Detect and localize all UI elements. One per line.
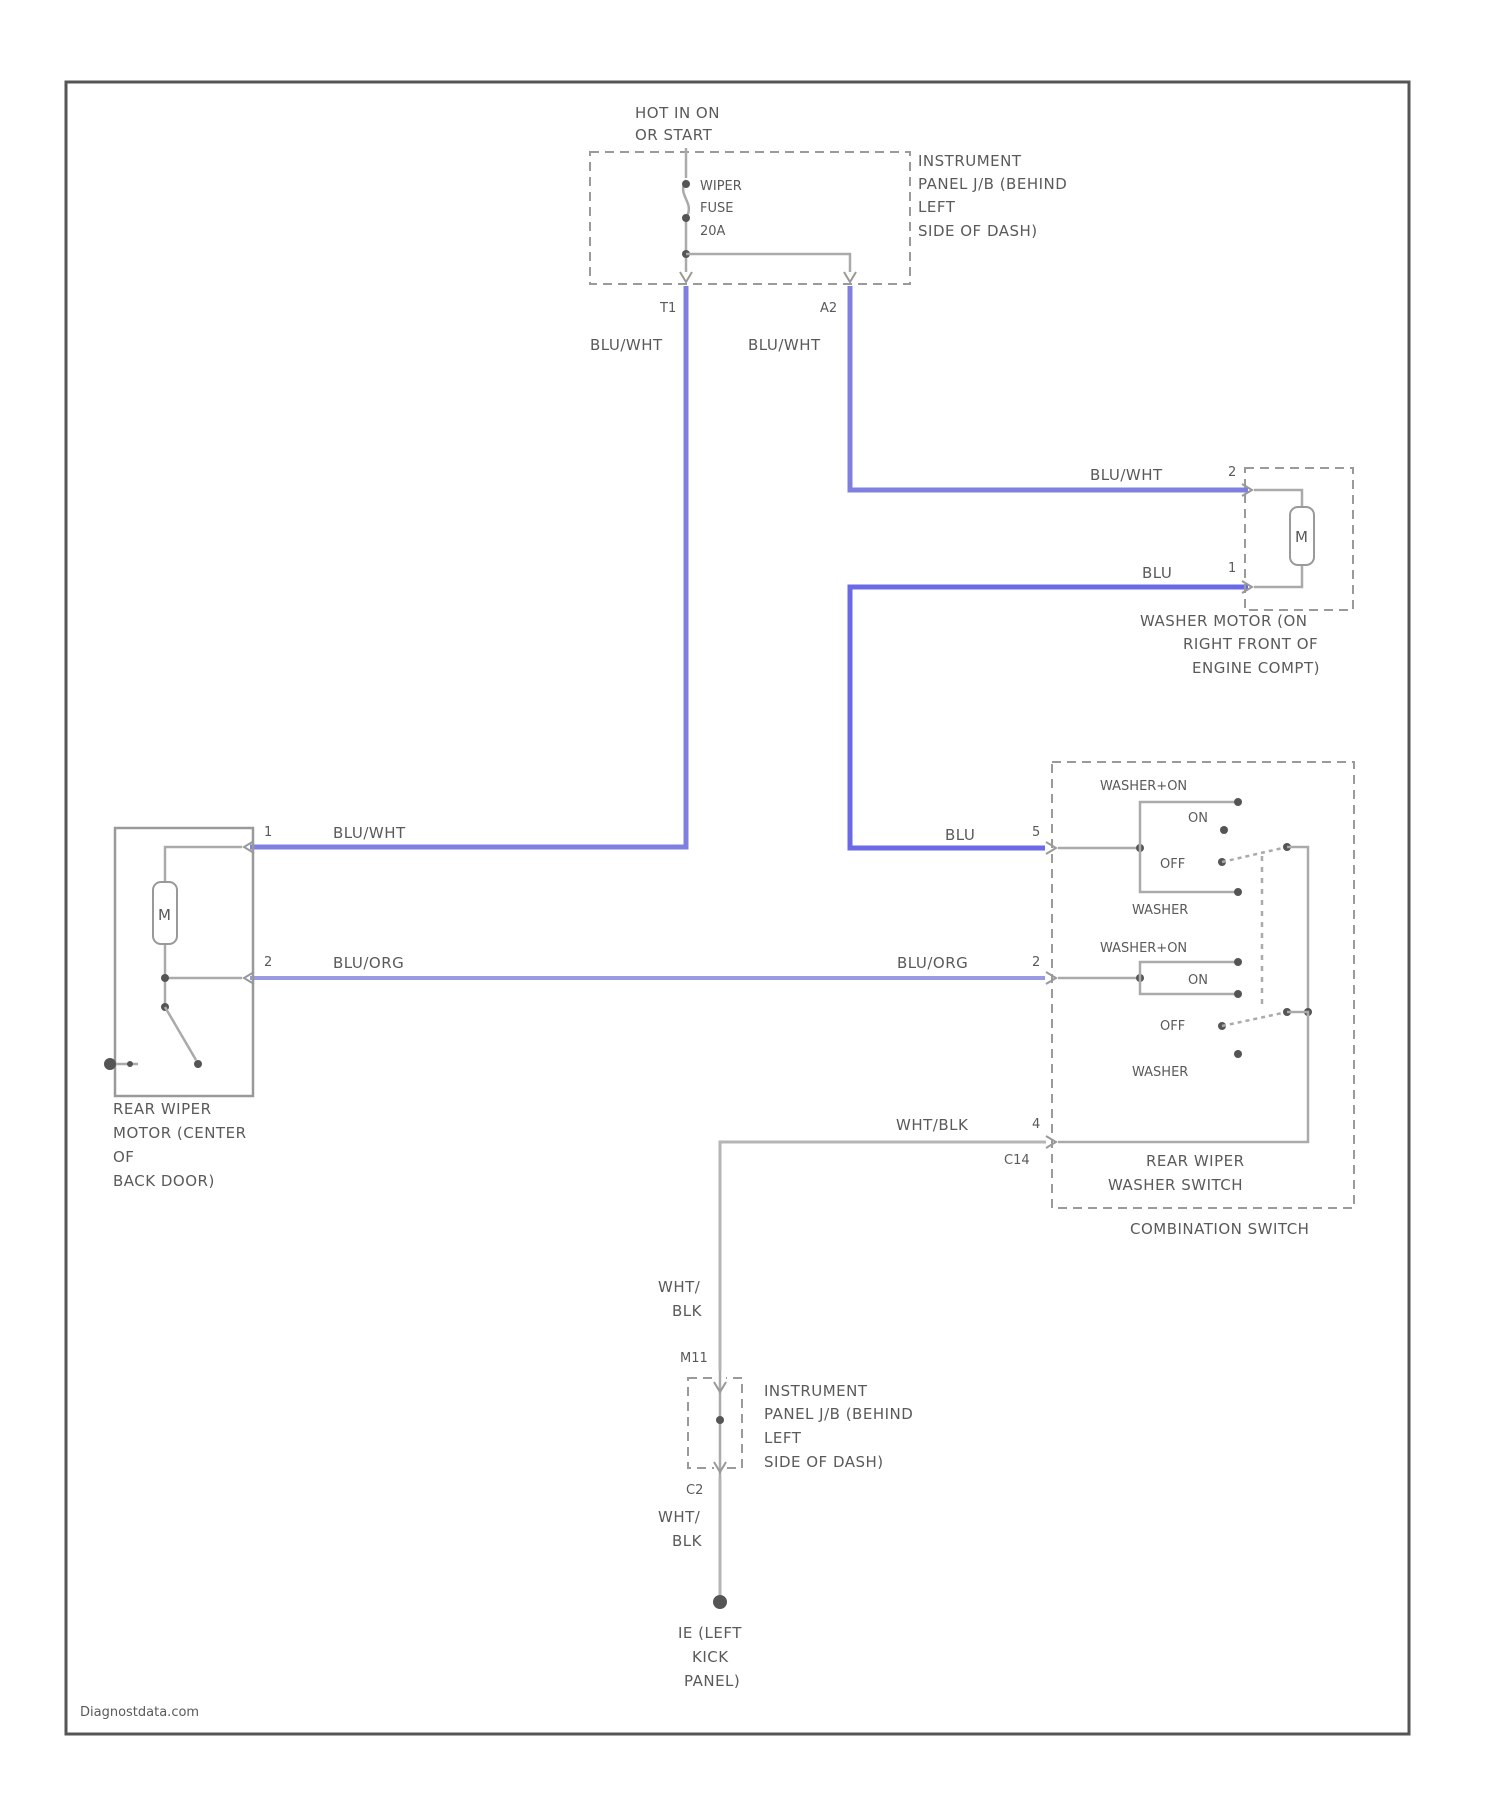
wire-blu-wht-to-rear-motor bbox=[250, 286, 686, 847]
rear-wiper-motor: M 1 2 REAR WIPER MOTOR (CENTER OF BACK D… bbox=[104, 825, 272, 1190]
bottom-jb-label-4: SIDE OF DASH) bbox=[764, 1453, 884, 1471]
switch-name-2: WASHER SWITCH bbox=[1108, 1176, 1243, 1194]
ground-point: IE (LEFT KICK PANEL) bbox=[678, 1595, 742, 1690]
ground-label-3: PANEL) bbox=[684, 1672, 740, 1690]
upper-washer-label: WASHER bbox=[1132, 903, 1188, 918]
fuse-block: HOT IN ON OR START WIPER FUSE 20A INSTRU… bbox=[590, 104, 1067, 316]
lower-switch-blade bbox=[1222, 1012, 1287, 1026]
rear-motor-lead-top bbox=[165, 847, 242, 882]
wire-label-ground-b-2: BLK bbox=[672, 1532, 703, 1550]
rear-motor-label-3: OF bbox=[113, 1148, 134, 1166]
fuse-node-1 bbox=[682, 180, 690, 188]
rear-motor-label-1: REAR WIPER bbox=[113, 1100, 212, 1118]
fuse-box-label-4: SIDE OF DASH) bbox=[918, 222, 1038, 240]
lower-washer-label: WASHER bbox=[1132, 1065, 1188, 1080]
fuse-box-label-2: PANEL J/B (BEHIND bbox=[918, 175, 1067, 193]
wire-label-ground-a-2: BLK bbox=[672, 1302, 703, 1320]
wire-label-switch-2: BLU/ORG bbox=[897, 954, 968, 972]
rear-pin-2-label: 2 bbox=[264, 955, 272, 970]
diagram-frame bbox=[66, 82, 1409, 1734]
washer-motor-label-2: RIGHT FRONT OF bbox=[1183, 635, 1318, 653]
rear-motor-ground-node bbox=[127, 1061, 133, 1067]
upper-on-contact bbox=[1220, 826, 1228, 834]
bottom-junction-block: M11 C2 INSTRUMENT PANEL J/B (BEHIND LEFT… bbox=[680, 1351, 913, 1498]
washer-motor-label-3: ENGINE COMPT) bbox=[1192, 659, 1320, 677]
rear-motor-label-2: MOTOR (CENTER bbox=[113, 1124, 247, 1142]
switch-name-1: REAR WIPER bbox=[1146, 1152, 1245, 1170]
fuse-node-2 bbox=[682, 214, 690, 222]
pin-a2-connector bbox=[844, 272, 856, 282]
washer-lead-top bbox=[1254, 490, 1302, 507]
pin-t1-label: T1 bbox=[659, 301, 676, 316]
power-label-2: OR START bbox=[635, 126, 713, 144]
fuse-box-label-1: INSTRUMENT bbox=[918, 152, 1022, 170]
wire-label-rear-2: BLU/ORG bbox=[333, 954, 404, 972]
wire-label-right-drop: BLU/WHT bbox=[748, 336, 821, 354]
bottom-jb-pin-top: M11 bbox=[680, 1351, 708, 1366]
washer-lead-bottom bbox=[1254, 565, 1302, 587]
fuse-label-1: WIPER bbox=[700, 179, 742, 194]
rear-motor-node-1 bbox=[161, 974, 169, 982]
wire-label-left-drop: BLU/WHT bbox=[590, 336, 663, 354]
lower-washer-contact bbox=[1234, 1050, 1242, 1058]
upper-output-lead bbox=[1287, 847, 1308, 1016]
wire-label-ground-a-1: WHT/ bbox=[658, 1278, 701, 1296]
pin-t1-connector bbox=[680, 272, 692, 282]
lower-off-label: OFF bbox=[1160, 1019, 1185, 1034]
washer-pin-2-label: 2 bbox=[1228, 465, 1236, 480]
power-label-1: HOT IN ON bbox=[635, 104, 720, 122]
switch-group-label: COMBINATION SWITCH bbox=[1130, 1220, 1309, 1238]
switch-conn-label: C14 bbox=[1004, 1153, 1030, 1168]
bottom-jb-pin-bottom: C2 bbox=[686, 1483, 703, 1498]
fuse-label-3: 20A bbox=[700, 224, 726, 239]
upper-off-label: OFF bbox=[1160, 857, 1185, 872]
wire-label-ground-b-1: WHT/ bbox=[658, 1508, 701, 1526]
rear-motor-outline bbox=[115, 828, 253, 1096]
bottom-jb-label-2: PANEL J/B (BEHIND bbox=[764, 1405, 913, 1423]
wire-label-washer-bottom: BLU bbox=[1142, 564, 1172, 582]
switch-pin-2-label: 2 bbox=[1032, 955, 1040, 970]
switch-pin-4-label: 4 bbox=[1032, 1117, 1040, 1132]
upper-washer-on-contact bbox=[1234, 798, 1242, 806]
fuse-box-label-3: LEFT bbox=[918, 198, 956, 216]
ground-label-2: KICK bbox=[692, 1648, 729, 1666]
watermark: Diagnostdata.com bbox=[80, 1705, 199, 1720]
wire-label-washer-top: BLU/WHT bbox=[1090, 466, 1163, 484]
ground-dot bbox=[713, 1595, 727, 1609]
ground-label-1: IE (LEFT bbox=[678, 1624, 742, 1642]
bottom-jb-label-3: LEFT bbox=[764, 1429, 802, 1447]
washer-motor-m: M bbox=[1295, 528, 1308, 546]
fuse-label-2: FUSE bbox=[700, 201, 733, 216]
lower-on-contact bbox=[1234, 990, 1242, 998]
lower-washer-on-contact bbox=[1234, 958, 1242, 966]
upper-on-label: ON bbox=[1188, 811, 1208, 826]
upper-washer-on-label: WASHER+ON bbox=[1100, 779, 1187, 794]
upper-washer-contact bbox=[1234, 888, 1242, 896]
combination-switch: 5 2 4 C14 WASHER+ON ON OFF WASHER WA bbox=[1004, 762, 1354, 1238]
wire-label-switch-ground: WHT/BLK bbox=[896, 1116, 969, 1134]
fuse-box-outline bbox=[590, 152, 910, 284]
switch-pin-5-label: 5 bbox=[1032, 825, 1040, 840]
bottom-jb-node bbox=[716, 1416, 724, 1424]
washer-motor-label-1: WASHER MOTOR (ON bbox=[1140, 612, 1308, 630]
upper-switch-blade bbox=[1222, 847, 1287, 862]
rear-motor-ground-dot bbox=[104, 1058, 116, 1070]
rear-motor-m: M bbox=[158, 906, 171, 924]
washer-pin-1-label: 1 bbox=[1228, 561, 1236, 576]
park-switch-contact bbox=[194, 1060, 202, 1068]
lower-washer-on-label: WASHER+ON bbox=[1100, 941, 1187, 956]
fuse-bus bbox=[686, 254, 850, 272]
pin-a2-label: A2 bbox=[820, 301, 837, 316]
wire-label-rear-1: BLU/WHT bbox=[333, 824, 406, 842]
bottom-jb-label-1: INSTRUMENT bbox=[764, 1382, 868, 1400]
wire-label-switch-blu: BLU bbox=[945, 826, 975, 844]
wire-wht-blk-ground bbox=[720, 1142, 1046, 1598]
wire-blu-wht-to-washer-motor bbox=[850, 286, 1248, 490]
rear-pin-1-label: 1 bbox=[264, 825, 272, 840]
rear-motor-label-4: BACK DOOR) bbox=[113, 1172, 215, 1190]
park-switch-arm bbox=[165, 1007, 196, 1060]
upper-washer-lead bbox=[1140, 848, 1238, 892]
lower-on-label: ON bbox=[1188, 973, 1208, 988]
